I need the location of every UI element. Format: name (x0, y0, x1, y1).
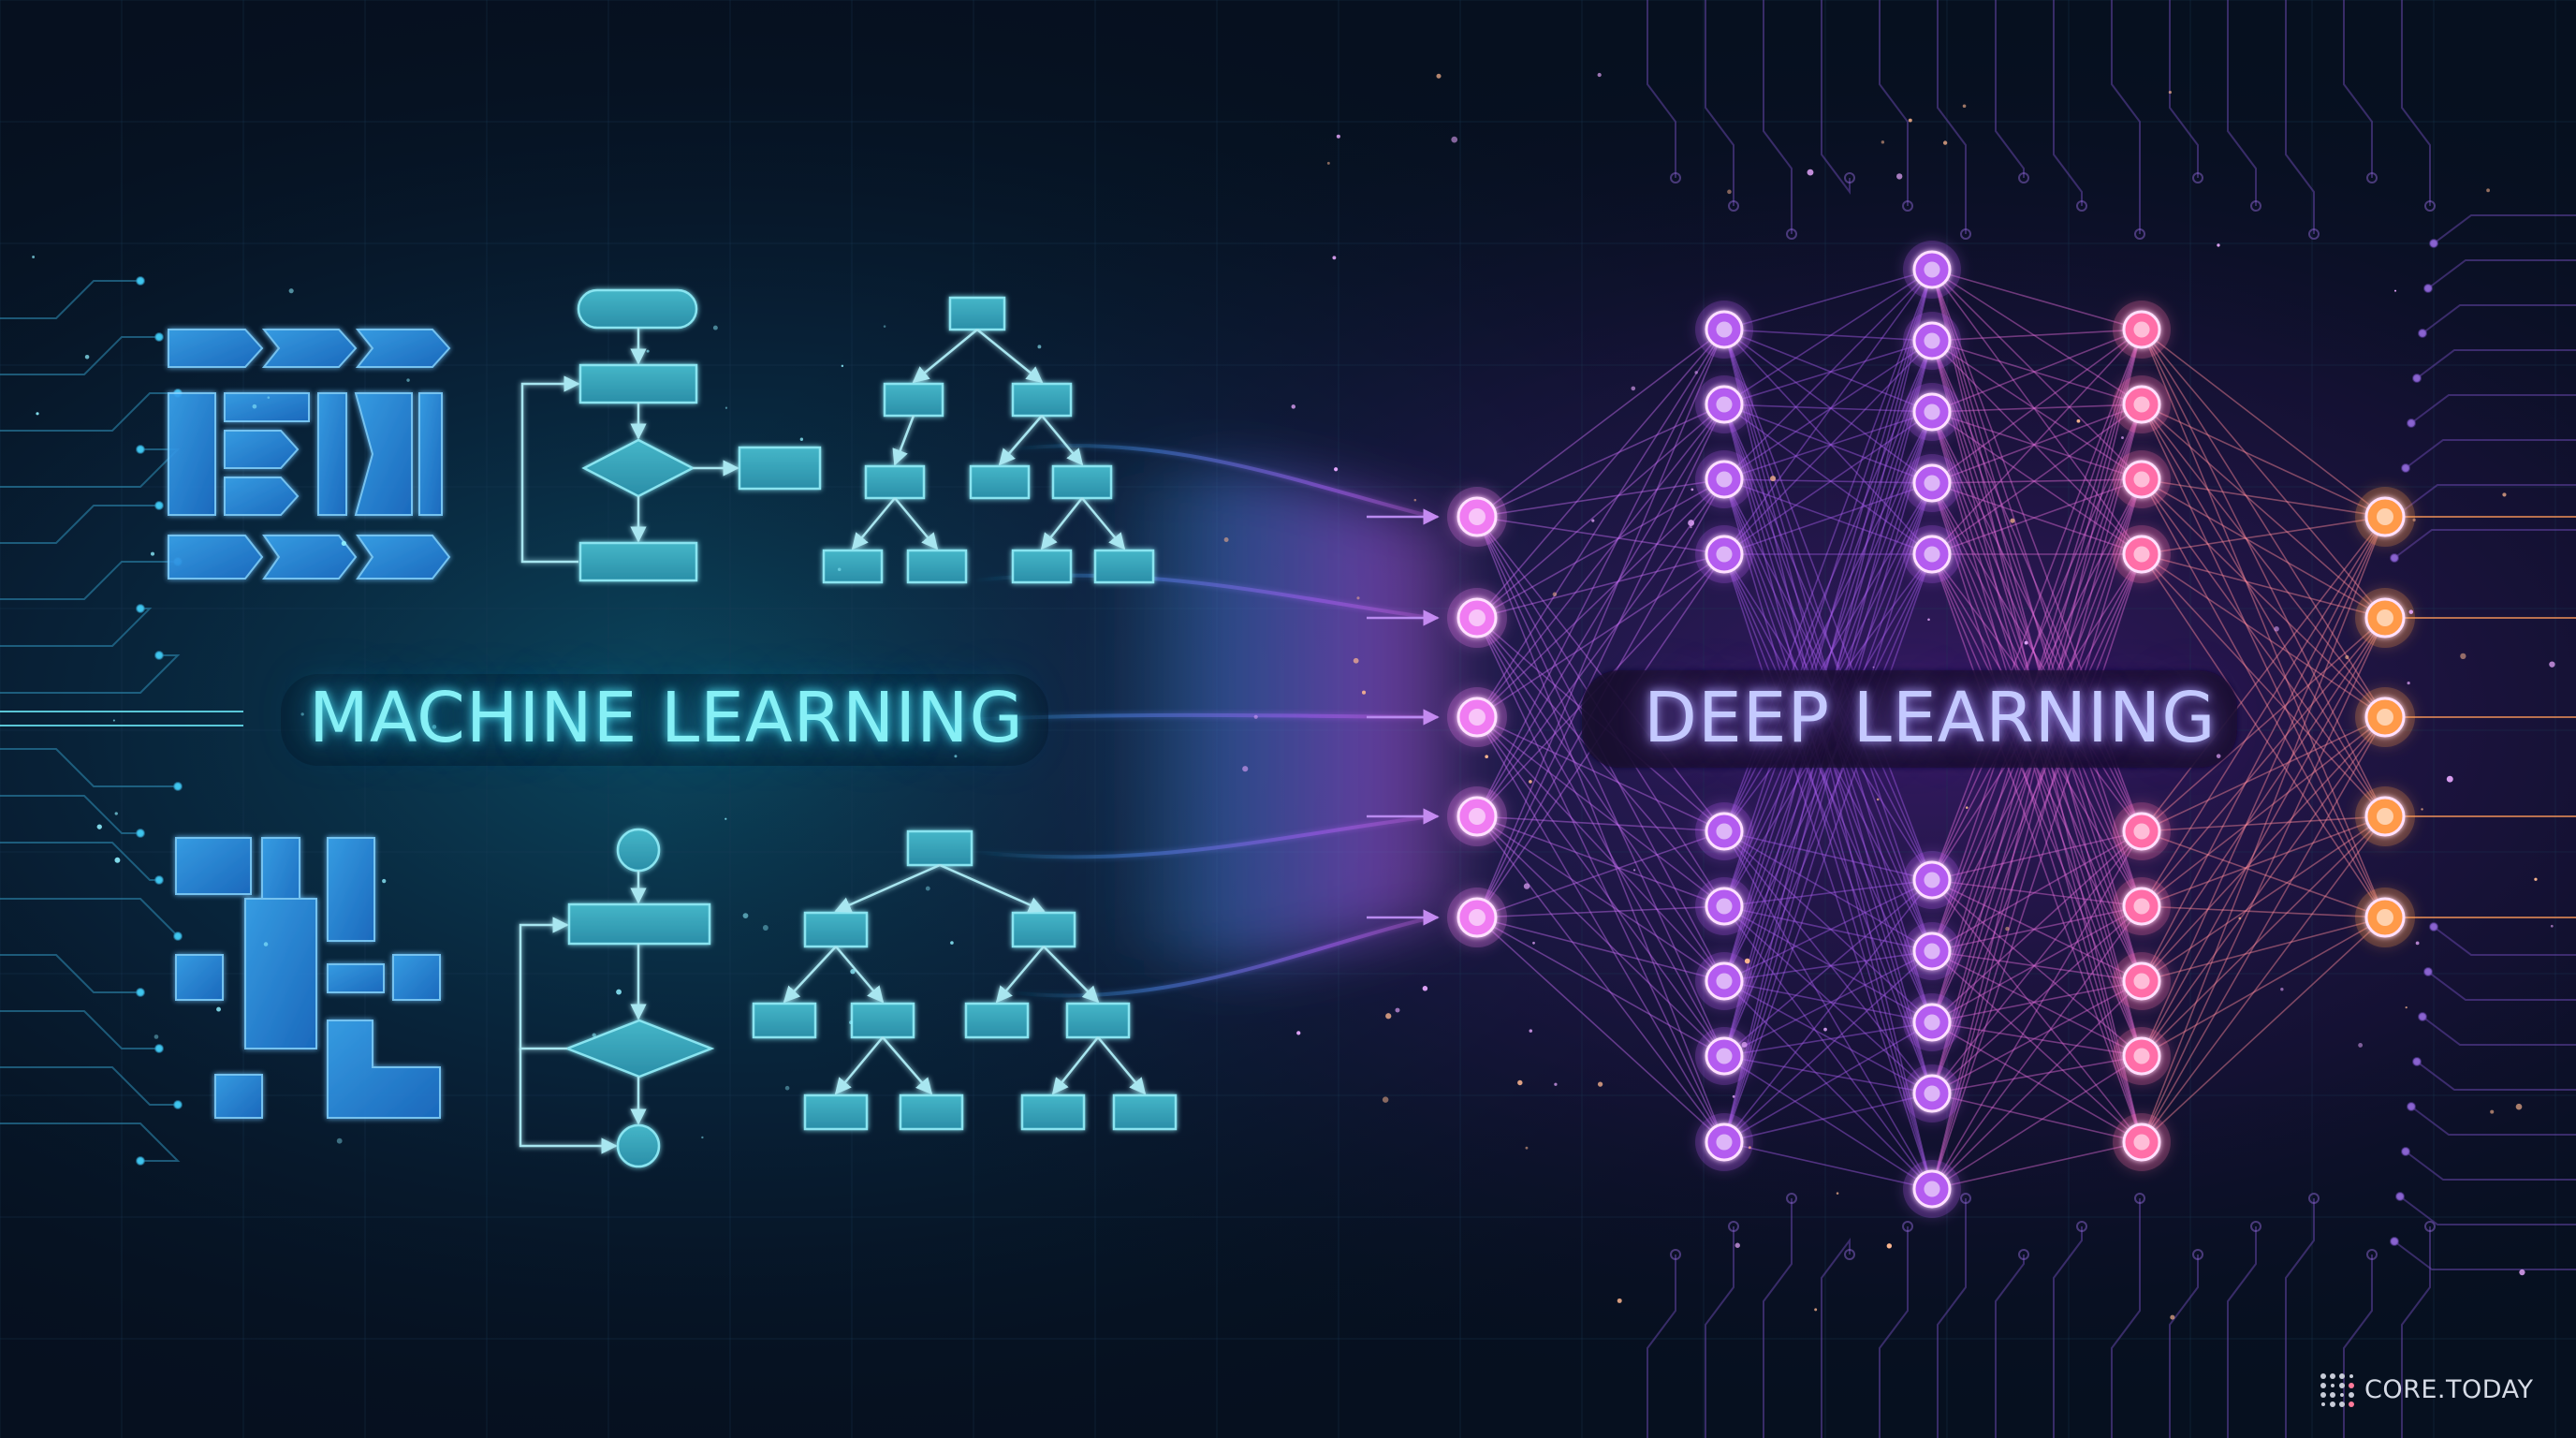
deep-learning-title: DEEP LEARNING (1644, 678, 2217, 758)
brand-name: CORE.TODAY (2364, 1374, 2534, 1404)
title-backdrop (1582, 670, 2237, 768)
decision-tree-icon (752, 829, 1178, 1131)
sparkle-particles (32, 72, 2555, 1320)
flowchart-icon (520, 288, 822, 582)
decision-tree-icon (822, 296, 1155, 584)
circuit-trace-icon (0, 276, 243, 1166)
machine-learning-title: MACHINE LEARNING (309, 678, 1024, 758)
chevron-blocks-icon (168, 329, 451, 580)
neural-network-icon (1447, 241, 2415, 1218)
title-backdrop (281, 674, 1048, 766)
data-stream (944, 444, 1460, 998)
brand-logo: CORE.TODAY (2318, 1371, 2533, 1408)
circuit-trace-icon (1647, 0, 2576, 1438)
brand-grid-icon (2320, 1373, 2354, 1407)
block-pattern-icon (175, 837, 441, 1119)
flowchart-icon (519, 828, 715, 1168)
